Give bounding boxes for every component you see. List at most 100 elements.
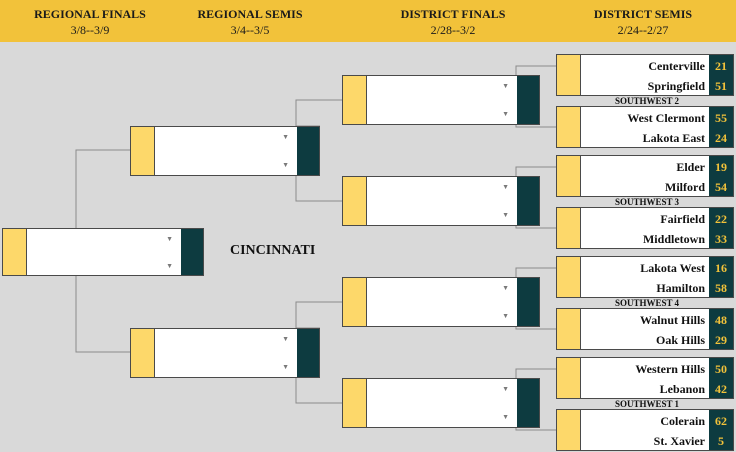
seed-cell: [131, 329, 155, 377]
team-score: 54: [715, 180, 727, 194]
team-name: Fairfield: [660, 212, 705, 226]
team-score: 62: [715, 414, 727, 428]
round-header-regional-finals: REGIONAL FINALS 3/8--3/9: [10, 6, 170, 38]
district-semi-game[interactable]: Walnut Hills 48 Oak Hills 29: [556, 308, 734, 350]
chevron-down-icon[interactable]: ▼: [502, 385, 509, 393]
score-cell: [709, 257, 733, 297]
regional-final-slot[interactable]: ▼ ▼: [2, 228, 204, 276]
seed-cell: [557, 309, 581, 349]
score-cell: [709, 55, 733, 95]
district-label: SOUTHWEST 1: [614, 399, 680, 409]
team-name: Middletown: [642, 232, 705, 246]
chevron-down-icon[interactable]: ▼: [282, 133, 289, 141]
team-name: Colerain: [660, 414, 705, 428]
score-cell: [709, 309, 733, 349]
score-cell: [709, 358, 733, 398]
team-score: 24: [715, 131, 727, 145]
team-name: Lakota West: [640, 261, 705, 275]
district-semi-game[interactable]: West Clermont 55 Lakota East 24: [556, 106, 734, 148]
chevron-down-icon[interactable]: ▼: [502, 110, 509, 118]
team-name: Centerville: [648, 59, 705, 73]
score-cell: [709, 156, 733, 196]
seed-cell: [557, 107, 581, 147]
score-cell: [297, 127, 319, 175]
district-final-slot[interactable]: ▼ ▼: [342, 75, 540, 125]
seed-cell: [557, 156, 581, 196]
chevron-down-icon[interactable]: ▼: [166, 235, 173, 243]
team-score: 55: [715, 111, 727, 125]
team-name: Hamilton: [656, 281, 705, 295]
team-name: St. Xavier: [653, 434, 705, 448]
district-final-slot[interactable]: ▼ ▼: [342, 176, 540, 226]
round-name: DISTRICT FINALS: [400, 7, 506, 21]
seed-cell: [557, 410, 581, 450]
team-score: 5: [718, 434, 724, 448]
seed-cell: [557, 358, 581, 398]
team-score: 51: [715, 79, 727, 93]
team-score: 58: [715, 281, 727, 295]
team-name: Western Hills: [635, 362, 705, 376]
team-name: Lebanon: [659, 382, 705, 396]
team-score: 50: [715, 362, 727, 376]
team-name: Milford: [665, 180, 705, 194]
seed-cell: [557, 55, 581, 95]
district-semi-game[interactable]: Centerville 21 Springfield 51: [556, 54, 734, 96]
round-dates: 3/8--3/9: [70, 23, 110, 37]
round-dates: 3/4--3/5: [230, 23, 270, 37]
district-semi-game[interactable]: Western Hills 50 Lebanon 42: [556, 357, 734, 399]
bracket-header: REGIONAL FINALS 3/8--3/9 REGIONAL SEMIS …: [0, 0, 736, 42]
chevron-down-icon[interactable]: ▼: [502, 82, 509, 90]
district-label: SOUTHWEST 2: [614, 96, 680, 106]
chevron-down-icon[interactable]: ▼: [502, 284, 509, 292]
seed-cell: [557, 257, 581, 297]
district-label: SOUTHWEST 3: [614, 197, 680, 207]
district-semi-game[interactable]: Lakota West 16 Hamilton 58: [556, 256, 734, 298]
team-score: 29: [715, 333, 727, 347]
team-score: 42: [715, 382, 727, 396]
team-name: West Clermont: [627, 111, 705, 125]
score-cell: [297, 329, 319, 377]
round-dates: 2/28--3/2: [430, 23, 476, 37]
chevron-down-icon[interactable]: ▼: [282, 363, 289, 371]
district-semi-game[interactable]: Elder 19 Milford 54: [556, 155, 734, 197]
team-name: Lakota East: [642, 131, 705, 145]
regional-semi-slot[interactable]: ▼ ▼: [130, 126, 320, 176]
regional-semi-slot[interactable]: ▼ ▼: [130, 328, 320, 378]
team-score: 21: [715, 59, 727, 73]
chevron-down-icon[interactable]: ▼: [166, 262, 173, 270]
district-semi-game[interactable]: Colerain 62 St. Xavier 5: [556, 409, 734, 451]
chevron-down-icon[interactable]: ▼: [282, 335, 289, 343]
seed-cell: [343, 76, 367, 124]
district-final-slot[interactable]: ▼ ▼: [342, 378, 540, 428]
seed-cell: [3, 229, 27, 275]
team-name: Springfield: [647, 79, 705, 93]
team-name: Elder: [676, 160, 705, 174]
chevron-down-icon[interactable]: ▼: [502, 312, 509, 320]
score-cell: [517, 379, 539, 427]
seed-cell: [343, 379, 367, 427]
chevron-down-icon[interactable]: ▼: [502, 413, 509, 421]
chevron-down-icon[interactable]: ▼: [502, 211, 509, 219]
chevron-down-icon[interactable]: ▼: [502, 183, 509, 191]
round-header-district-finals: DISTRICT FINALS 2/28--3/2: [373, 6, 533, 38]
score-cell: [517, 278, 539, 326]
score-cell: [181, 229, 203, 275]
score-cell: [517, 76, 539, 124]
district-final-slot[interactable]: ▼ ▼: [342, 277, 540, 327]
score-cell: [517, 177, 539, 225]
team-name: Oak Hills: [655, 333, 705, 347]
chevron-down-icon[interactable]: ▼: [282, 161, 289, 169]
round-dates: 2/24--2/27: [617, 23, 669, 37]
district-label: SOUTHWEST 4: [614, 298, 680, 308]
team-score: 16: [715, 261, 727, 275]
seed-cell: [131, 127, 155, 175]
district-semi-game[interactable]: Fairfield 22 Middletown 33: [556, 207, 734, 249]
round-name: REGIONAL SEMIS: [197, 7, 303, 21]
team-score: 22: [715, 212, 727, 226]
score-cell: [709, 410, 733, 450]
team-score: 48: [715, 313, 727, 327]
region-title: CINCINNATI: [230, 243, 316, 258]
round-header-regional-semis: REGIONAL SEMIS 3/4--3/5: [170, 6, 330, 38]
seed-cell: [343, 177, 367, 225]
round-name: DISTRICT SEMIS: [593, 7, 693, 21]
